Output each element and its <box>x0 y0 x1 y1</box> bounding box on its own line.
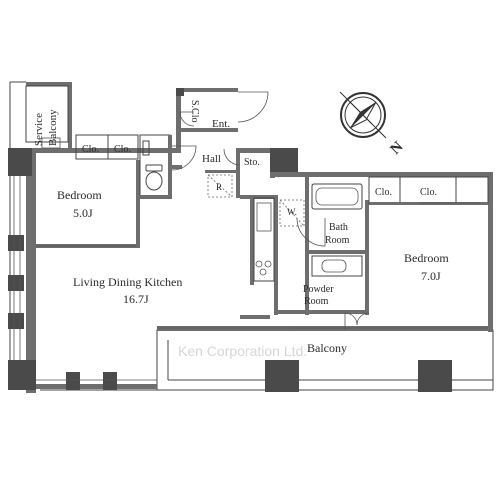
compass-rose <box>339 91 387 139</box>
ldk-size: 16.7J <box>123 292 149 306</box>
hall-label: Hall <box>202 153 221 165</box>
ldk-label: Living Dining Kitchen <box>73 275 182 289</box>
bedroom-small-label: Bedroom <box>57 188 102 202</box>
powder-room-label-2: Room <box>304 296 329 307</box>
sto-label: Sto. <box>244 157 260 168</box>
watermark: Ken Corporation Ltd. <box>178 343 307 359</box>
ent-label: Ent. <box>212 118 230 130</box>
clo-label-3: Clo. <box>375 187 392 198</box>
washer-label: W. <box>287 207 297 217</box>
s-clo-label: S.Clo <box>189 100 200 123</box>
bedroom-large-size: 7.0J <box>421 269 441 283</box>
bath-room-label-1: Bath <box>329 222 348 233</box>
bedroom-small-size: 5.0J <box>73 206 93 220</box>
windows <box>13 176 488 381</box>
doors <box>171 91 370 330</box>
pillars <box>8 88 452 392</box>
fixtures <box>142 140 363 282</box>
service-balcony <box>25 85 69 149</box>
sliding-doors <box>36 202 480 329</box>
powder-room-label-1: Powder <box>303 284 334 295</box>
service-balcony-label-1: Service <box>33 113 45 146</box>
balcony-label: Balcony <box>307 341 347 355</box>
bath-room-label-2: Room <box>325 235 350 246</box>
compass-north-label: N <box>388 139 407 158</box>
clo-label-4: Clo. <box>420 187 437 198</box>
service-balcony-label-2: Balcony <box>47 109 59 146</box>
bedroom-large-label: Bedroom <box>404 251 449 265</box>
r-label: R <box>216 182 222 192</box>
clo-label-1: Clo. <box>82 144 99 155</box>
interior-walls <box>36 134 489 319</box>
clo-label-2: Clo. <box>114 144 131 155</box>
